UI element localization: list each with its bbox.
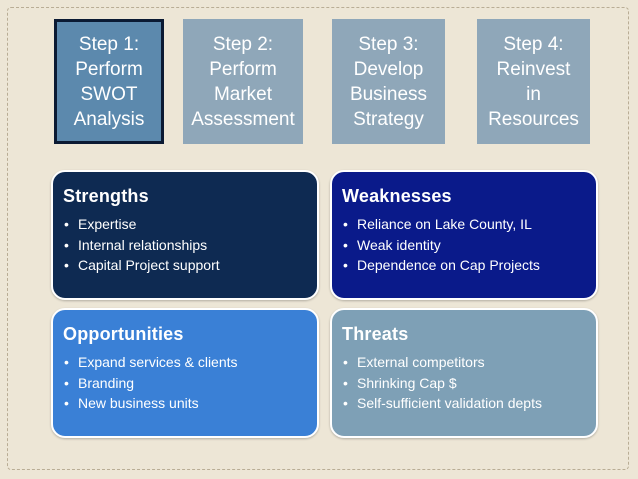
strengths-panel: Strengths Expertise Internal relationshi… bbox=[51, 170, 319, 300]
threats-list: External competitors Shrinking Cap $ Sel… bbox=[342, 354, 586, 413]
list-item: Expertise bbox=[63, 216, 307, 234]
opportunities-title: Opportunities bbox=[63, 324, 184, 344]
step-1-box: Step 1: Perform SWOT Analysis bbox=[54, 19, 164, 144]
step-4-box: Step 4: Reinvest in Resources bbox=[477, 19, 590, 144]
weaknesses-list: Reliance on Lake County, IL Weak identit… bbox=[342, 216, 586, 275]
list-item: Shrinking Cap $ bbox=[342, 375, 586, 393]
step-2-label: Step 2: Perform Market Assessment bbox=[191, 33, 295, 130]
weaknesses-title: Weaknesses bbox=[342, 186, 452, 206]
list-item: Dependence on Cap Projects bbox=[342, 257, 586, 275]
list-item: Self-sufficient validation depts bbox=[342, 395, 547, 413]
list-item: Capital Project support bbox=[63, 257, 307, 275]
step-3-label: Step 3: Develop Business Strategy bbox=[349, 33, 428, 130]
step-3-box: Step 3: Develop Business Strategy bbox=[332, 19, 445, 144]
opportunities-panel: Opportunities Expand services & clients … bbox=[51, 308, 319, 438]
strengths-list: Expertise Internal relationships Capital… bbox=[63, 216, 307, 275]
opportunities-list: Expand services & clients Branding New b… bbox=[63, 354, 307, 413]
list-item: External competitors bbox=[342, 354, 586, 372]
threats-panel: Threats External competitors Shrinking C… bbox=[330, 308, 598, 438]
step-2-box: Step 2: Perform Market Assessment bbox=[183, 19, 303, 144]
step-1-label: Step 1: Perform SWOT Analysis bbox=[73, 33, 145, 130]
threats-title: Threats bbox=[342, 324, 409, 344]
weaknesses-panel: Weaknesses Reliance on Lake County, IL W… bbox=[330, 170, 598, 300]
list-item: Reliance on Lake County, IL bbox=[342, 216, 586, 234]
strengths-title: Strengths bbox=[63, 186, 149, 206]
list-item: Branding bbox=[63, 375, 307, 393]
step-4-label: Step 4: Reinvest in Resources bbox=[488, 33, 579, 130]
list-item: New business units bbox=[63, 395, 307, 413]
slide-border bbox=[7, 7, 629, 470]
list-item: Weak identity bbox=[342, 237, 586, 255]
list-item: Expand services & clients bbox=[63, 354, 307, 372]
list-item: Internal relationships bbox=[63, 237, 307, 255]
